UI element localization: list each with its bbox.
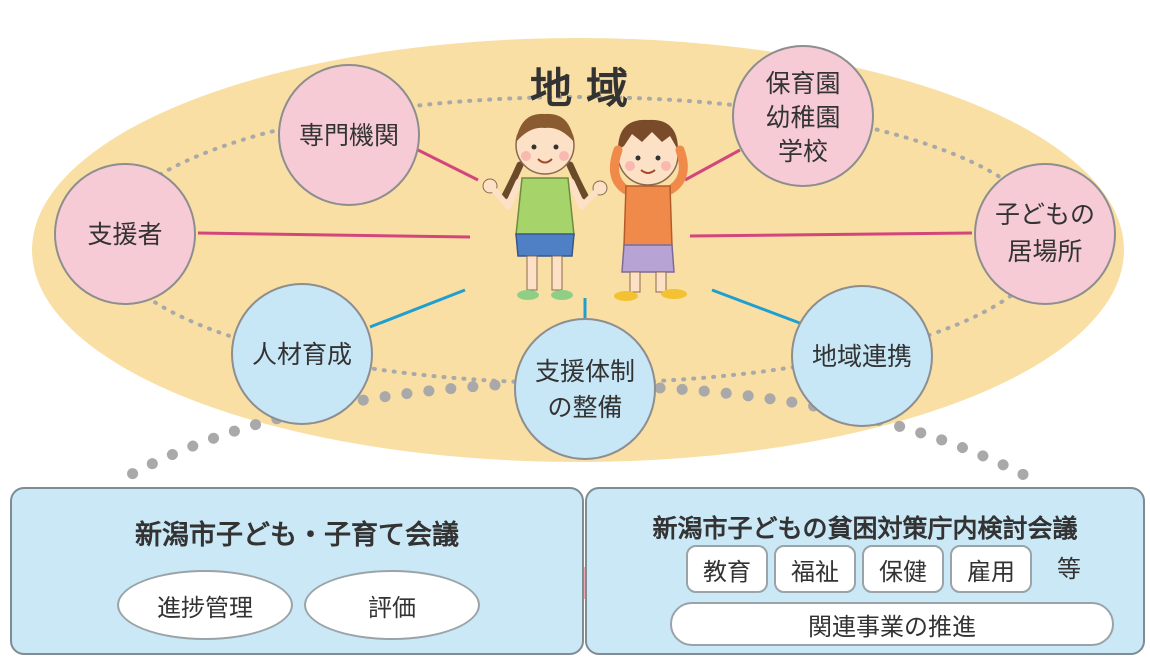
- children-illustration: [482, 113, 688, 301]
- tag-education: 教育: [686, 545, 768, 593]
- progress-management-oval: 進捗管理: [117, 570, 293, 640]
- link-supporter: [197, 231, 471, 239]
- node-place-label-2: 居場所: [1007, 237, 1082, 266]
- child-care-council-panel: 新潟市子ども・子育て会議 進捗管理 評価: [10, 487, 584, 655]
- node-supporter-circle: [54, 163, 196, 305]
- node-school-label-3: 学校: [778, 137, 828, 166]
- evaluation-oval: 評価: [304, 570, 480, 640]
- poverty-measures-council-title: 新潟市子どもの貧困対策庁内検討会議: [652, 514, 1078, 543]
- tag-employment: 雇用: [950, 545, 1032, 593]
- node-cooperation-label: 地域連携: [812, 342, 912, 371]
- tag-health: 保健: [862, 545, 944, 593]
- node-cooperation-circle: [791, 285, 933, 427]
- boy-figure: [609, 119, 688, 301]
- tag-welfare: 福祉: [774, 545, 856, 593]
- node-supporter-label: 支援者: [87, 220, 162, 249]
- dotted-link-left: [124, 379, 501, 481]
- node-school-label-1: 保育園: [765, 69, 840, 98]
- node-specialist-label: 専門機関: [299, 121, 399, 150]
- link-specialist: [417, 148, 479, 182]
- node-hr-label: 人材育成: [252, 340, 352, 369]
- node-place-circle: [974, 163, 1116, 305]
- node-school-circle: [732, 45, 874, 187]
- node-specialist-circle: [278, 64, 420, 206]
- node-school-label-2: 幼稚園: [765, 103, 840, 132]
- girl-figure: [482, 113, 608, 300]
- link-cooperation: [711, 288, 806, 327]
- link-school: [684, 148, 741, 182]
- poverty-measures-council-panel: 新潟市子どもの貧困対策庁内検討会議 教育 福祉 保健 雇用 等 関連事業の推進: [585, 487, 1145, 655]
- node-system-label-2: の整備: [547, 393, 622, 422]
- node-place-label-1: 子どもの: [995, 200, 1095, 229]
- related-projects-promotion: 関連事業の推進: [670, 602, 1114, 646]
- link-place: [689, 231, 973, 238]
- link-hr: [369, 288, 466, 329]
- etc-label: 等: [1057, 555, 1081, 583]
- region-title: 地域: [530, 64, 642, 113]
- node-system-circle: [514, 318, 656, 460]
- node-system-label-1: 支援体制: [535, 357, 635, 386]
- child-care-council-title: 新潟市子ども・子育て会議: [135, 520, 459, 551]
- node-hr-circle: [231, 283, 373, 425]
